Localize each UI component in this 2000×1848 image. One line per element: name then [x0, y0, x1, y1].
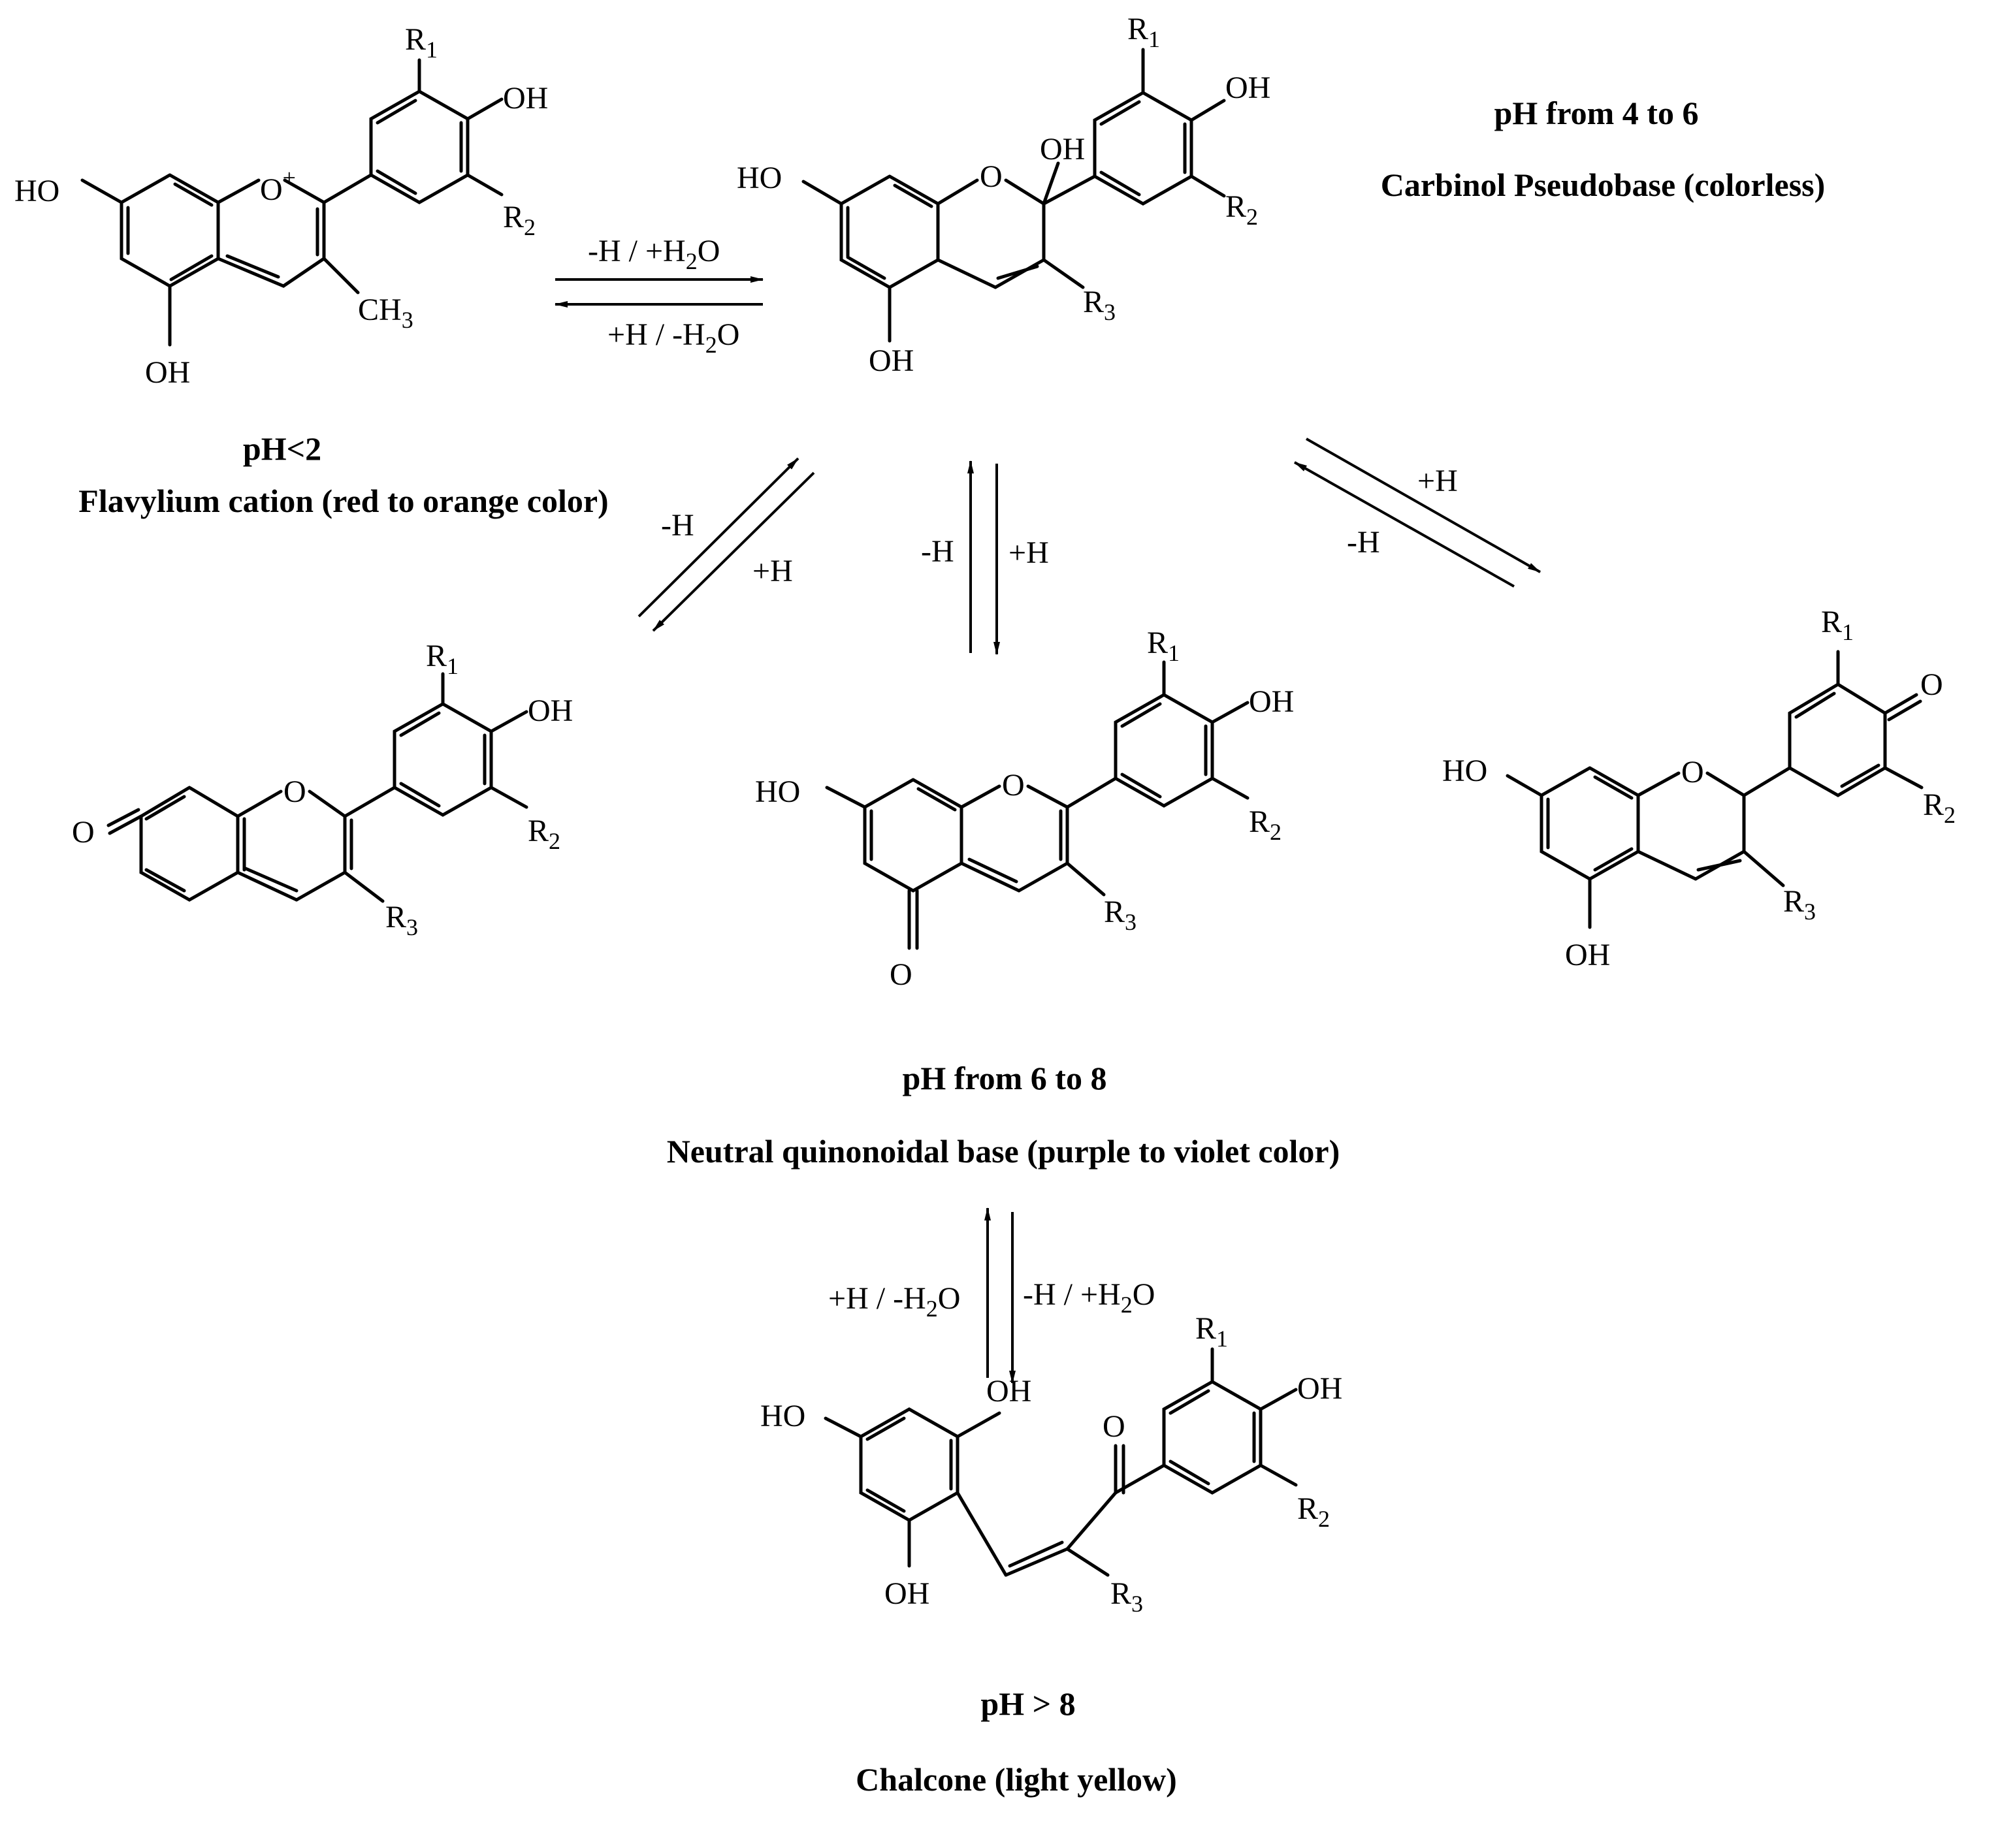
flavylium-oh-4prime: OH — [503, 81, 548, 116]
carbinol-r2-label: R2 — [1225, 189, 1258, 230]
quinoidal-a-r3-label: R3 — [385, 900, 418, 940]
quinoidal-c-ho-7: HO — [1442, 754, 1487, 788]
quinoidal-c-r3-label: R3 — [1783, 884, 1816, 925]
quinoidal-c-ring-oxygen: O — [1681, 755, 1704, 789]
chalcone-oh-bottom: OH — [884, 1576, 929, 1611]
chalcone-oh-4prime: OH — [1297, 1371, 1342, 1406]
flavylium-oh-5: OH — [145, 355, 190, 390]
arrow-to-quinoidal-c — [1306, 438, 1541, 573]
arrow-to-quinoidal-a — [652, 471, 815, 632]
flavylium-r2-label: R2 — [503, 200, 536, 240]
quinoidal-a-ring-oxygen: O — [283, 774, 306, 809]
caption-flavylium-name: Flavylium cation (red to orange color) — [78, 483, 608, 519]
flavylium-ring-oxygen: O+ — [260, 165, 296, 207]
carbinol-r1-label: R1 — [1127, 12, 1160, 52]
chalcone-r2-label: R2 — [1297, 1491, 1330, 1532]
equilibrium-to-quinoidal-b: -H +H — [921, 460, 1049, 655]
chalcone-carbonyl-oxygen: O — [1103, 1409, 1125, 1444]
reaction-label-quinoidal-b-down: +H — [1008, 535, 1049, 570]
equilibrium-to-quinoidal-c: +H -H — [1294, 438, 1541, 588]
reaction-label-quinoidal-a-up: -H — [661, 508, 694, 543]
reaction-label-quinoidal-a-down: +H — [752, 554, 793, 588]
quinoidal-c-r2-label: R2 — [1923, 788, 1956, 828]
equilibrium-flavylium-carbinol: -H / +H2O +H / -H2O — [555, 234, 764, 358]
caption-quinoidal-ph: pH from 6 to 8 — [903, 1060, 1107, 1096]
equilibrium-to-quinoidal-a: -H +H — [637, 457, 815, 632]
flavylium-atom-labels: O+ R1 OH R2 HO OH CH3 — [14, 22, 548, 390]
quinoidal-b-r1-label: R1 — [1147, 626, 1180, 666]
quinoidal-base-c-structure: HO O OH R1 O R2 R3 — [1442, 605, 1956, 972]
reaction-label-quinoidal-b-up: -H — [921, 534, 954, 569]
arrow-to-carbinol-from-quinoidal-c — [1294, 461, 1515, 588]
quinoidal-b-bonds — [825, 660, 1250, 950]
quinoidal-a-r2-label: R2 — [528, 814, 560, 854]
caption-chalcone-ph: pH > 8 — [980, 1685, 1075, 1722]
chalcone-r3-label: R3 — [1110, 1576, 1143, 1617]
quinoidal-c-atom-labels: HO O OH R1 O R2 R3 — [1442, 605, 1956, 972]
quinoidal-a-keto-oxygen: O — [72, 815, 95, 850]
carbinol-bonds — [801, 48, 1226, 343]
quinoidal-c-oh-5: OH — [1565, 938, 1610, 972]
reaction-label-quinoidal-c-down: -H — [1347, 525, 1380, 560]
reaction-label-flav-carb-reverse: +H / -H2O — [607, 317, 739, 358]
caption-quinoidal-name: Neutral quinonoidal base (purple to viol… — [667, 1133, 1340, 1170]
quinoidal-b-ho-7: HO — [755, 774, 800, 809]
quinoidal-b-r3-label: R3 — [1104, 895, 1137, 935]
carbinol-ring-oxygen: O — [980, 159, 1003, 194]
carbinol-atom-labels: O OH R1 OH R2 HO OH R3 — [737, 12, 1270, 378]
quinoidal-c-r1-label: R1 — [1821, 605, 1854, 645]
reaction-label-quin-chal-down: -H / +H2O — [1023, 1277, 1155, 1318]
carbinol-r3-label: R3 — [1083, 285, 1116, 325]
equilibrium-quinoidal-chalcone: +H / -H2O -H / +H2O — [828, 1207, 1155, 1384]
chalcone-atom-labels: HO OH OH O R1 OH R2 R3 — [760, 1311, 1342, 1617]
flavylium-ch3-label: CH3 — [358, 293, 413, 333]
carbinol-pseudobase-structure: O OH R1 OH R2 HO OH R3 — [737, 12, 1270, 378]
quinoidal-a-oh-4prime: OH — [528, 693, 573, 728]
caption-carbinol-name: Carbinol Pseudobase (colorless) — [1381, 167, 1826, 203]
reaction-label-flav-carb-forward: -H / +H2O — [588, 234, 720, 274]
flavylium-bonds — [80, 58, 504, 347]
quinoidal-a-atom-labels: O O R1 OH R2 R3 — [72, 639, 573, 940]
quinoidal-b-oh-4prime: OH — [1249, 684, 1294, 719]
chalcone-ho: HO — [760, 1399, 805, 1433]
quinoidal-c-bonds — [1506, 650, 1924, 929]
flavylium-cation-structure: O+ R1 OH R2 HO OH CH3 — [14, 22, 548, 390]
caption-flavylium-ph: pH<2 — [243, 430, 321, 467]
flavylium-r1-label: R1 — [405, 22, 438, 63]
quinoidal-base-a-structure: O O R1 OH R2 R3 — [72, 639, 573, 940]
carbinol-oh-4prime: OH — [1225, 71, 1270, 105]
chalcone-oh-top: OH — [986, 1374, 1031, 1409]
reaction-label-quin-chal-up: +H / -H2O — [828, 1281, 960, 1322]
carbinol-oh-2: OH — [1040, 132, 1085, 167]
captions: pH<2 Flavylium cation (red to orange col… — [78, 95, 1825, 1798]
carbinol-oh-5: OH — [869, 343, 914, 378]
flavylium-ho-7: HO — [14, 174, 59, 208]
quinoidal-b-keto-oxygen: O — [890, 957, 912, 992]
caption-carbinol-ph: pH from 4 to 6 — [1494, 95, 1699, 131]
quinoidal-a-bonds — [106, 672, 528, 903]
quinoidal-b-r2-label: R2 — [1249, 805, 1282, 845]
quinoidal-a-r1-label: R1 — [426, 639, 459, 679]
caption-chalcone-name: Chalcone (light yellow) — [856, 1761, 1177, 1798]
chalcone-r1-label: R1 — [1195, 1311, 1228, 1352]
quinoidal-c-keto-oxygen: O — [1920, 667, 1943, 702]
quinoidal-base-b-structure: HO O R1 OH R2 O R3 — [755, 626, 1294, 992]
chalcone-bonds — [824, 1347, 1298, 1577]
carbinol-ho-7: HO — [737, 161, 782, 195]
quinoidal-b-atom-labels: HO O R1 OH R2 O R3 — [755, 626, 1294, 992]
quinoidal-b-ring-oxygen: O — [1002, 768, 1025, 803]
chalcone-structure: HO OH OH O R1 OH R2 R3 — [760, 1311, 1342, 1617]
arrow-to-carbinol-from-quinoidal-a — [637, 457, 799, 618]
reaction-label-quinoidal-c-up: +H — [1417, 464, 1458, 498]
